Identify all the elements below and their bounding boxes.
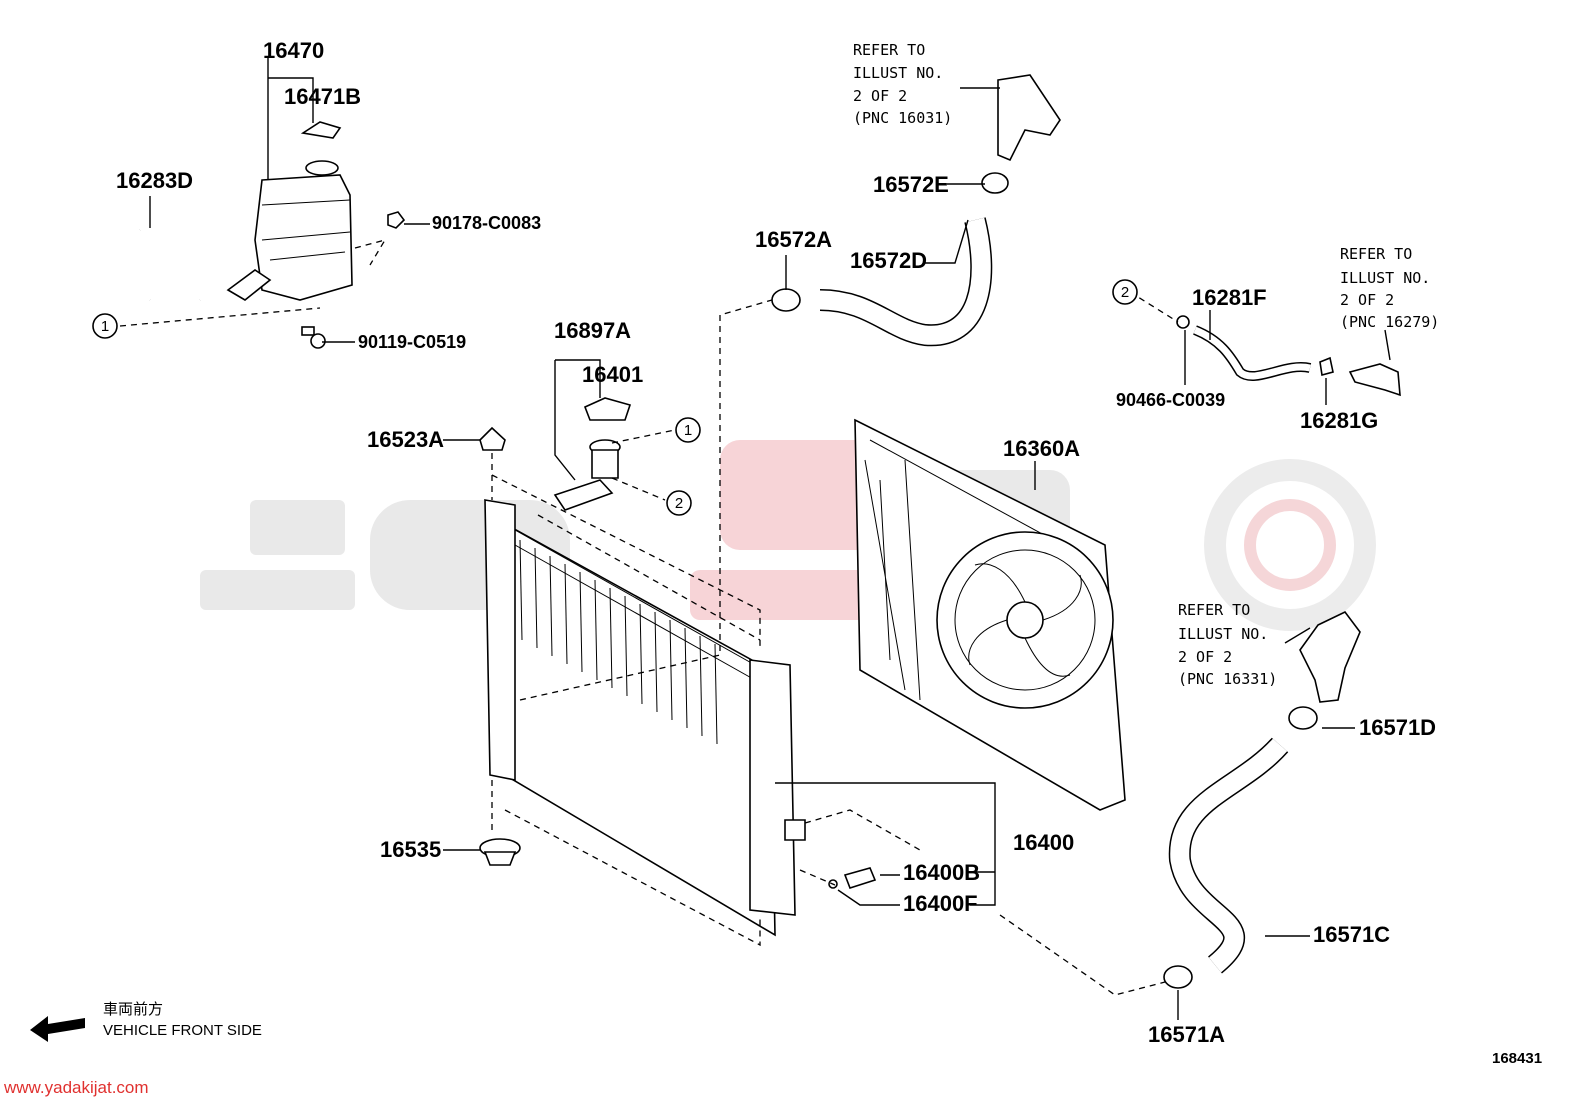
part-number-16400B[interactable]: 16400B	[903, 860, 980, 885]
watermark-logo	[200, 440, 1376, 631]
hose-clamp-16572A-icon	[771, 288, 801, 312]
svg-text:ILLUST NO.: ILLUST NO.	[853, 64, 943, 82]
svg-text:(PNC 16331): (PNC 16331)	[1178, 670, 1277, 688]
part-number-16281G[interactable]: 16281G	[1300, 408, 1378, 433]
refer-note-16031: REFER TO ILLUST NO. 2 OF 2 (PNC 16031)	[853, 41, 952, 127]
clip-icon	[387, 211, 406, 229]
svg-text:(PNC 16279): (PNC 16279)	[1340, 313, 1439, 331]
front-label-jp: 車両前方	[103, 1001, 163, 1018]
radiator-fin	[579, 571, 583, 673]
site-url[interactable]: www.yadakijat.com	[3, 1078, 149, 1097]
radiator-cap-icon	[583, 397, 632, 421]
part-number-16400[interactable]: 16400	[1013, 830, 1074, 855]
part-number-90466-C0039[interactable]: 90466-C0039	[1116, 390, 1225, 410]
svg-text:REFER TO: REFER TO	[853, 41, 925, 59]
svg-text:1: 1	[101, 318, 109, 335]
part-number-16897A[interactable]: 16897A	[554, 318, 631, 343]
part-number-16470[interactable]: 16470	[263, 38, 324, 63]
radiator-fin	[594, 579, 598, 681]
svg-text:REFER TO: REFER TO	[1340, 245, 1412, 263]
svg-text:2 OF 2: 2 OF 2	[1340, 291, 1394, 309]
svg-text:REFER TO: REFER TO	[1178, 601, 1250, 619]
radiator-fin	[714, 643, 718, 745]
part-number-16572A[interactable]: 16572A	[755, 227, 832, 252]
part-number-90119-C0519[interactable]: 90119-C0519	[358, 332, 466, 352]
part-number-16283D[interactable]: 16283D	[116, 168, 193, 193]
part-number-16535[interactable]: 16535	[380, 837, 441, 862]
svg-text:2 OF 2: 2 OF 2	[853, 87, 907, 105]
front-label-en: VEHICLE FRONT SIDE	[103, 1022, 262, 1039]
water-outlet-icon	[997, 74, 1061, 162]
illustration-number: 168431	[1492, 1050, 1542, 1067]
part-number-16572E[interactable]: 16572E	[873, 172, 949, 197]
radiator-fin	[624, 595, 628, 697]
part-number-16471B[interactable]: 16471B	[284, 84, 361, 109]
bolt-icon	[301, 326, 326, 349]
reservoir-cap-icon	[300, 121, 342, 139]
part-number-16401[interactable]: 16401	[582, 362, 643, 387]
part-number-16360A[interactable]: 16360A	[1003, 436, 1080, 461]
radiator-fin	[684, 627, 688, 729]
upper-hose-icon	[819, 217, 993, 347]
part-number-16571D[interactable]: 16571D	[1359, 715, 1436, 740]
marker-1-right: 1	[675, 417, 701, 443]
refer-note-16331: REFER TO ILLUST NO. 2 OF 2 (PNC 16331)	[1178, 601, 1277, 688]
reservoir-tank-icon	[226, 160, 353, 301]
part-number-16571C[interactable]: 16571C	[1313, 922, 1390, 947]
hose-clamp-16571A-icon	[1163, 965, 1193, 989]
refer-note-16279: REFER TO ILLUST NO. 2 OF 2 (PNC 16279)	[1340, 245, 1439, 331]
radiator-icon	[484, 499, 806, 937]
dashed-guides	[119, 238, 1179, 996]
leader-lines	[149, 58, 1391, 1020]
svg-text:(PNC 16031): (PNC 16031)	[853, 109, 952, 127]
svg-text:2 OF 2: 2 OF 2	[1178, 648, 1232, 666]
hose-clamp-16571D-icon	[1288, 706, 1318, 730]
radiator-fin	[699, 635, 703, 737]
hose-clamp-16572E-icon	[981, 172, 1009, 194]
radiator-fin	[609, 587, 613, 689]
radiator-fin	[519, 539, 523, 641]
filler-neck-icon	[553, 439, 621, 511]
support-cushion-upper-icon	[479, 426, 506, 451]
svg-text:2: 2	[675, 495, 683, 512]
svg-text:1: 1	[684, 422, 692, 439]
part-number-16572D[interactable]: 16572D	[850, 248, 927, 273]
part-number-16400F[interactable]: 16400F	[903, 891, 978, 916]
front-direction-arrow-icon	[30, 1016, 85, 1042]
marker-1-left: 1	[92, 313, 118, 339]
fan-shroud-icon	[854, 418, 1126, 811]
part-number-16571A[interactable]: 16571A	[1148, 1022, 1225, 1047]
support-cushion-lower-icon	[479, 838, 521, 866]
lower-hose-icon	[1168, 737, 1289, 974]
radiator-fin	[654, 611, 658, 713]
radiator-fin	[669, 619, 673, 721]
radiator-fin	[639, 603, 643, 705]
svg-text:ILLUST NO.: ILLUST NO.	[1340, 269, 1430, 287]
part-number-16523A[interactable]: 16523A	[367, 427, 444, 452]
svg-text:ILLUST NO.: ILLUST NO.	[1178, 625, 1268, 643]
marker-2-left: 2	[666, 490, 692, 516]
drain-cock-icon	[828, 867, 877, 889]
radiator-fin	[564, 563, 568, 665]
part-number-90178-C0083[interactable]: 90178-C0083	[432, 213, 541, 233]
bypass-hose-icon	[137, 224, 203, 334]
marker-2-right: 2	[1112, 279, 1138, 305]
radiator-fin	[534, 547, 538, 649]
water-inlet-icon	[1299, 610, 1361, 703]
bypass-hose-16281F-icon	[1176, 315, 1401, 397]
svg-text:2: 2	[1121, 284, 1129, 301]
part-number-16281F[interactable]: 16281F	[1192, 285, 1267, 310]
radiator-fin	[549, 555, 553, 657]
